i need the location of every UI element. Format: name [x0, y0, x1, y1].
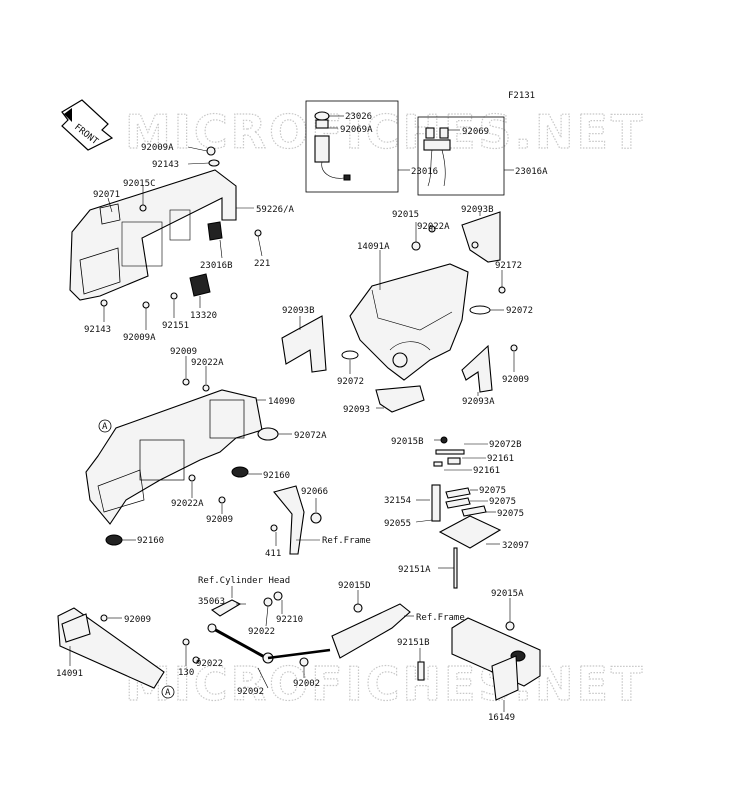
leader-lines	[69, 115, 515, 712]
tow-hitch	[417, 617, 541, 701]
part-labels: 92009A 92143 92015C 92071 59226/A 23016B…	[56, 112, 548, 723]
label-32154: 32154	[384, 496, 411, 506]
label-92022A-top: 92022A	[417, 222, 450, 232]
label-92072-right: 92072	[506, 306, 533, 316]
watermark-bottom: MICROFICHES.NET	[125, 657, 645, 711]
label-92092: 92092	[237, 687, 264, 697]
label-92022A-mid: 92022A	[191, 358, 224, 368]
label-92072B: 92072B	[489, 440, 522, 450]
label-ref-cylinder-head: Ref.Cylinder Head	[198, 576, 290, 586]
label-92009-bottom: 92009	[124, 615, 151, 625]
label-92066: 92066	[301, 487, 328, 497]
group-box-23016	[305, 100, 399, 193]
label-92143-bottom: 92143	[84, 325, 111, 335]
front-panel-upper	[69, 146, 262, 309]
label-92210: 92210	[276, 615, 303, 625]
label-13320: 13320	[190, 311, 217, 321]
label-16149: 16149	[488, 713, 515, 723]
callout-a-top-letter: A	[102, 422, 108, 432]
group-box-23016A	[417, 116, 505, 196]
label-221: 221	[254, 259, 270, 269]
label-92093: 92093	[343, 405, 370, 415]
label-92022A-bottom: 92022A	[171, 499, 204, 509]
label-92009-mid: 92009	[206, 515, 233, 525]
label-92069: 92069	[462, 127, 489, 137]
watermark-top: MICROFICHES.NET	[125, 105, 645, 159]
label-35063: 35063	[198, 597, 225, 607]
label-59226A: 59226/A	[256, 205, 295, 215]
label-92075-c: 92075	[497, 509, 524, 519]
label-92015: 92015	[392, 210, 419, 220]
label-92015A: 92015A	[491, 589, 524, 599]
bracket-92066	[270, 485, 322, 555]
label-92071: 92071	[93, 190, 120, 200]
label-32097: 32097	[502, 541, 529, 551]
label-92009A-bottom: 92009A	[123, 333, 156, 343]
label-23026: 23026	[345, 112, 372, 122]
label-92075-b: 92075	[489, 497, 516, 507]
front-panel-lower	[85, 378, 279, 546]
callout-a-bottom-letter: A	[165, 688, 171, 698]
skid-plate	[57, 607, 165, 689]
label-92022-bottom: 92022	[196, 659, 223, 669]
label-92055: 92055	[384, 519, 411, 529]
label-92015B: 92015B	[391, 437, 424, 447]
label-92093B-left: 92093B	[282, 306, 315, 316]
label-14091A: 14091A	[357, 242, 390, 252]
label-92072A: 92072A	[294, 431, 327, 441]
label-92015C: 92015C	[123, 179, 156, 189]
label-92151B: 92151B	[397, 638, 430, 648]
label-411: 411	[265, 549, 281, 559]
label-92161-a: 92161	[487, 454, 514, 464]
label-23016: 23016	[411, 167, 438, 177]
label-92009-left: 92009	[170, 347, 197, 357]
callout-a-bottom	[161, 685, 175, 699]
label-92161-b: 92161	[473, 466, 500, 476]
label-92015D: 92015D	[338, 581, 371, 591]
figure-code: F2131	[508, 91, 535, 101]
shift-linkage	[182, 591, 411, 667]
label-92069A: 92069A	[340, 125, 373, 135]
harness-23016	[314, 111, 351, 181]
label-92002: 92002	[293, 679, 320, 689]
label-130: 130	[178, 668, 194, 678]
label-ref-frame-bottom: Ref.Frame	[416, 613, 465, 623]
label-92075-a: 92075	[479, 486, 506, 496]
label-92093B-top: 92093B	[461, 205, 494, 215]
label-92151A: 92151A	[398, 565, 431, 575]
harness-23016A	[423, 127, 451, 187]
label-92022-mid: 92022	[248, 627, 275, 637]
label-92143-top: 92143	[152, 160, 179, 170]
front-arrow-icon: FRONT	[61, 99, 114, 151]
label-92160-right: 92160	[263, 471, 290, 481]
label-14091: 14091	[56, 669, 83, 679]
label-23016A: 23016A	[515, 167, 548, 177]
label-92160-left: 92160	[137, 536, 164, 546]
label-92072-left: 92072	[337, 377, 364, 387]
label-ref-frame-mid: Ref.Frame	[322, 536, 371, 546]
label-23016B: 23016B	[200, 261, 233, 271]
label-92009A-top: 92009A	[141, 143, 174, 153]
label-92172: 92172	[495, 261, 522, 271]
label-92093A: 92093A	[462, 397, 495, 407]
label-14090: 14090	[268, 397, 295, 407]
callout-a-top	[98, 419, 112, 433]
fender-14091A	[281, 211, 518, 413]
label-92009-right: 92009	[502, 375, 529, 385]
label-92151: 92151	[162, 321, 189, 331]
